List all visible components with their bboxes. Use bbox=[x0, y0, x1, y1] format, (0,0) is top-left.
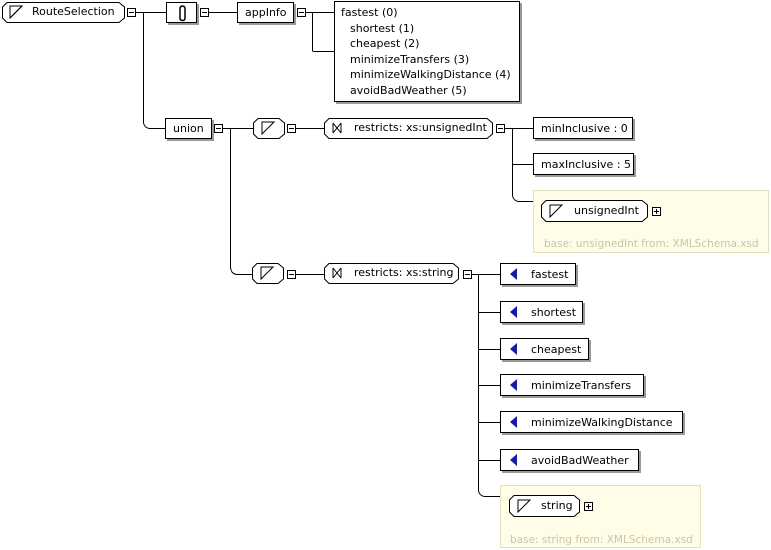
enum-shortest[interactable]: shortest bbox=[500, 301, 583, 323]
doc-line: avoidBadWeather (5) bbox=[350, 84, 467, 97]
string-expand-toggle[interactable] bbox=[584, 502, 593, 511]
enumeration-icon bbox=[510, 306, 517, 318]
restriction-string-label: restricts: xs:string bbox=[354, 266, 454, 279]
facet-max-inclusive[interactable]: maxInclusive : 5 bbox=[533, 153, 634, 175]
route-selection-collapse-toggle[interactable] bbox=[127, 8, 136, 17]
doc-line: shortest (1) bbox=[350, 21, 415, 35]
anonymous-simple-type-string[interactable] bbox=[252, 263, 284, 285]
enum-label: avoidBadWeather bbox=[531, 454, 629, 467]
base-note-text: base: unsignedInt from: XMLSchema.xsd bbox=[544, 238, 759, 250]
simple-type-int-collapse-toggle[interactable] bbox=[287, 124, 296, 133]
appinfo-collapse-toggle[interactable] bbox=[297, 8, 306, 17]
simple-type-string-collapse-toggle[interactable] bbox=[287, 270, 296, 279]
enum-label: shortest bbox=[531, 306, 577, 319]
enumeration-icon bbox=[510, 379, 517, 391]
unsignedint-type-node[interactable]: unsignedInt bbox=[541, 200, 649, 223]
restriction-unsignedint-node[interactable]: restricts: xs:unsignedInt bbox=[324, 118, 494, 140]
route-selection-label: RouteSelection bbox=[32, 5, 115, 18]
route-selection-node[interactable]: RouteSelection bbox=[2, 2, 126, 23]
simple-type-icon bbox=[253, 118, 285, 139]
appinfo-label: appInfo bbox=[245, 6, 287, 19]
enum-label: cheapest bbox=[531, 343, 582, 356]
unsignedint-expand-toggle[interactable] bbox=[652, 207, 661, 216]
restriction-outline bbox=[324, 118, 493, 139]
appinfo-node[interactable]: appInfo bbox=[237, 2, 294, 23]
doc-line: minimizeWalkingDistance (4) bbox=[350, 68, 511, 82]
string-type-label: string bbox=[541, 499, 573, 512]
enumeration-icon bbox=[510, 268, 517, 280]
doc-line: minimizeTransfers (3) bbox=[350, 52, 470, 66]
paperclip-icon bbox=[179, 5, 186, 22]
facet-label: maxInclusive : 5 bbox=[541, 158, 632, 171]
restriction-unsignedint-collapse-toggle[interactable] bbox=[496, 124, 505, 133]
union-label: union bbox=[173, 122, 204, 135]
facet-min-inclusive[interactable]: minInclusive : 0 bbox=[533, 117, 633, 139]
unsignedint-type-label: unsignedInt bbox=[574, 204, 639, 217]
enumeration-icon bbox=[510, 454, 517, 466]
enum-label: minimizeTransfers bbox=[531, 379, 632, 392]
documentation-box: fastest (0) shortest (1) cheapest (2) mi… bbox=[334, 1, 520, 102]
anonymous-simple-type-int[interactable] bbox=[253, 118, 285, 140]
enum-cheapest[interactable]: cheapest bbox=[500, 338, 589, 360]
restriction-string-node[interactable]: restricts: xs:string bbox=[324, 263, 460, 285]
simple-type-outline bbox=[509, 495, 580, 517]
restriction-outline bbox=[324, 263, 459, 284]
simple-type-icon bbox=[252, 263, 284, 284]
enum-label: fastest bbox=[531, 268, 569, 281]
doc-line: fastest (0) bbox=[341, 6, 398, 19]
base-note-text: base: string from: XMLSchema.xsd bbox=[510, 534, 693, 546]
annotation-node[interactable] bbox=[166, 2, 197, 23]
string-type-node[interactable]: string bbox=[509, 495, 581, 518]
doc-line: cheapest (2) bbox=[350, 37, 420, 51]
enumeration-icon bbox=[510, 416, 517, 428]
enum-avoid-bad-weather[interactable]: avoidBadWeather bbox=[500, 449, 639, 471]
facet-label: minInclusive : 0 bbox=[541, 122, 628, 135]
enum-minimize-transfers[interactable]: minimizeTransfers bbox=[500, 374, 644, 396]
union-node[interactable]: union bbox=[165, 118, 212, 139]
union-collapse-toggle[interactable] bbox=[214, 124, 223, 133]
enum-fastest[interactable]: fastest bbox=[500, 263, 576, 285]
enum-label: minimizeWalkingDistance bbox=[531, 416, 673, 429]
octagon-outline bbox=[2, 2, 125, 23]
simple-type-outline bbox=[541, 200, 648, 222]
restriction-string-collapse-toggle[interactable] bbox=[463, 270, 472, 279]
annotation-collapse-toggle[interactable] bbox=[200, 8, 209, 17]
restriction-unsignedint-label: restricts: xs:unsignedInt bbox=[354, 121, 487, 134]
enumeration-icon bbox=[510, 343, 517, 355]
enum-minimize-walking-distance[interactable]: minimizeWalkingDistance bbox=[500, 411, 683, 433]
